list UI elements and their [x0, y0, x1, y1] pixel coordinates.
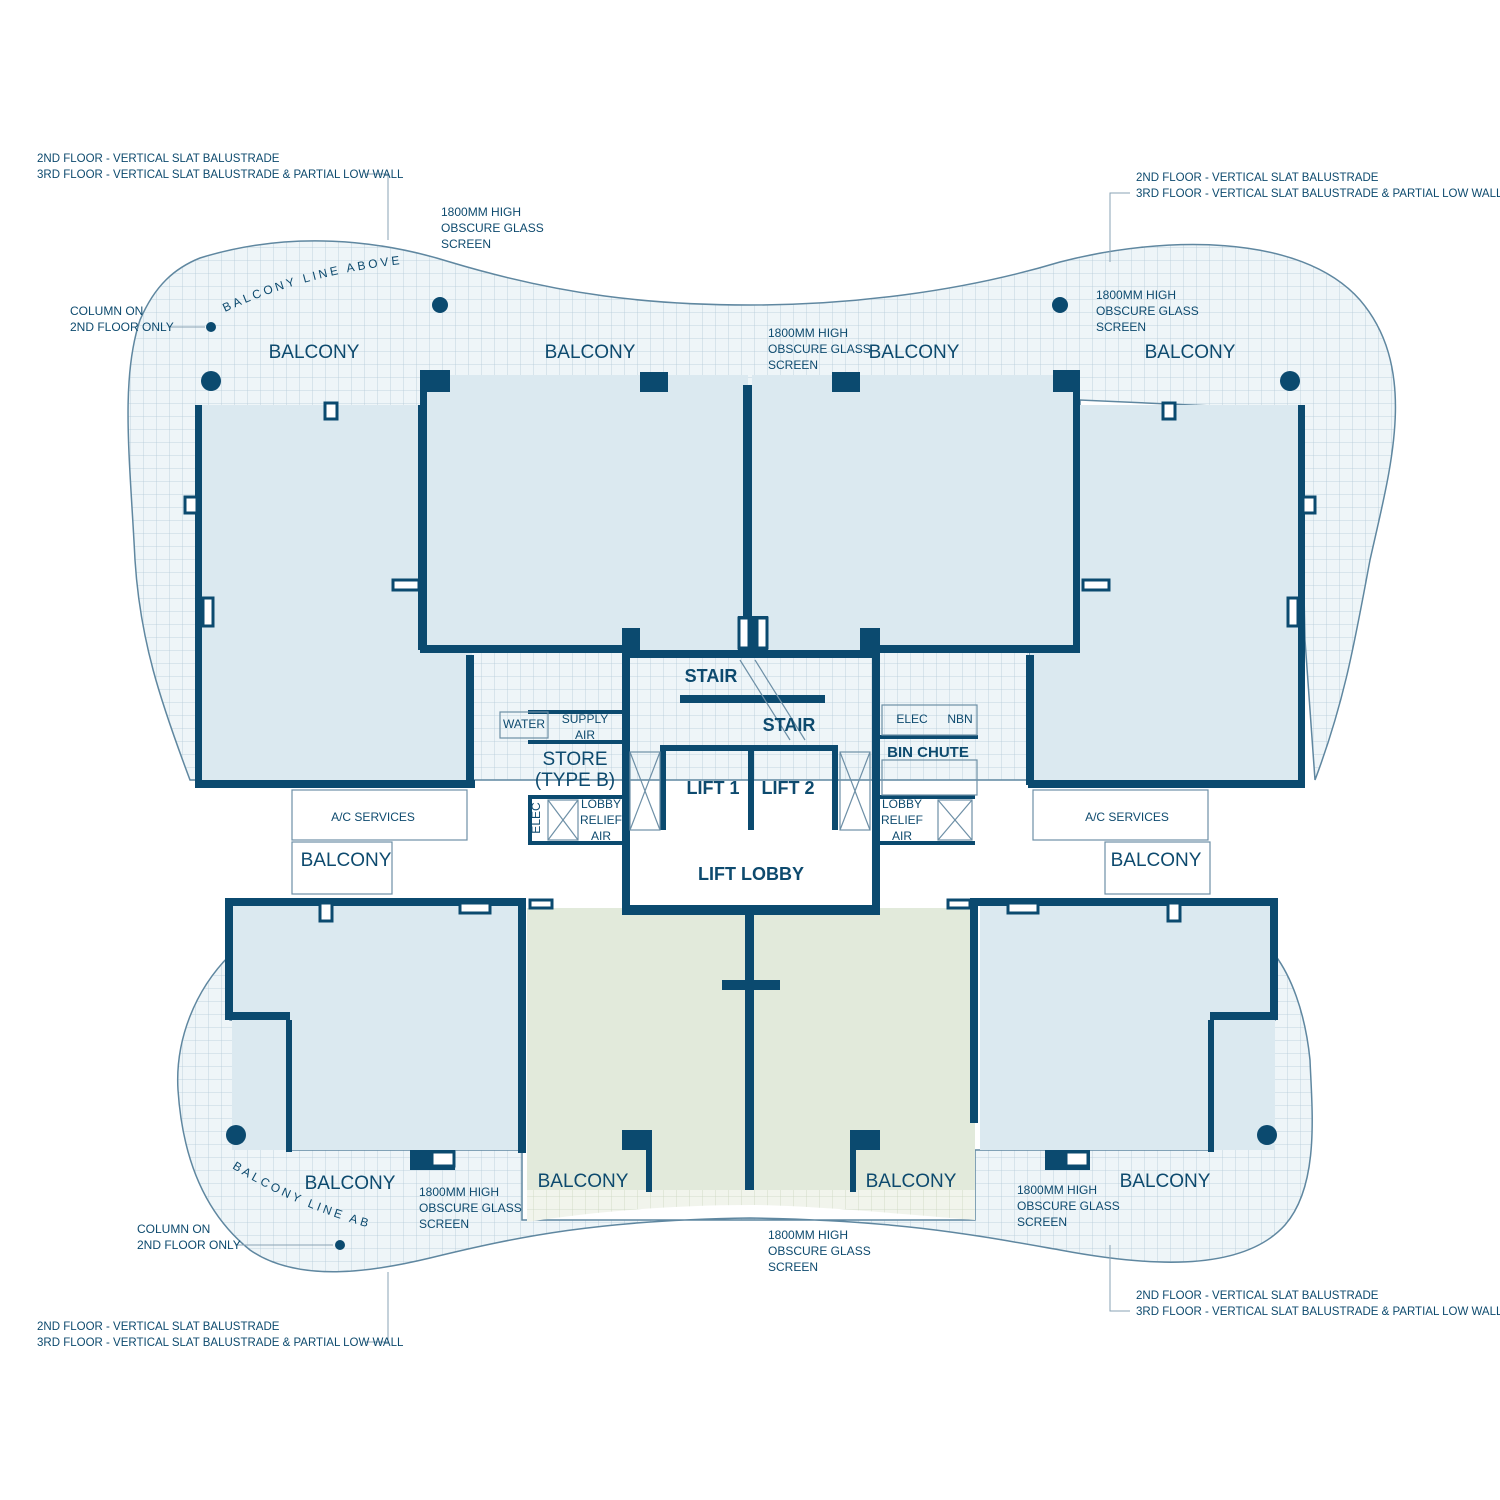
store-label-2: (TYPE B) [535, 770, 615, 791]
note-column-1: COLUMN ON [137, 1222, 210, 1236]
note-balustrade-line-2: 3RD FLOOR - VERTICAL SLAT BALUSTRADE & P… [1136, 1306, 1500, 1318]
note-column-1: COLUMN ON [70, 304, 143, 318]
unit-bottom-right [980, 900, 1275, 1150]
balcony-label: BALCONY [1145, 342, 1236, 363]
elec-label: ELEC [896, 712, 928, 726]
stair-label: STAIR [763, 715, 816, 735]
note-balustrade-line-1: 2ND FLOOR - VERTICAL SLAT BALUSTRADE [1136, 1290, 1379, 1302]
column [1257, 1125, 1277, 1145]
note-column-2: 2ND FLOOR ONLY [70, 320, 174, 334]
balcony-label: BALCONY [1111, 850, 1202, 871]
glass-screen-notes: 1800MM HIGH OBSCURE GLASS SCREEN 1800MM … [419, 205, 1199, 1274]
lobby-relief-label-1: LOBBY [882, 797, 922, 811]
balcony-outline-bottom [176, 952, 1313, 1273]
column [432, 297, 448, 313]
balcony-label: BALCONY [538, 1171, 629, 1192]
columns [201, 297, 1300, 1250]
note-glass-3: SCREEN [441, 237, 491, 251]
column [201, 371, 221, 391]
ac-services-label: A/C SERVICES [331, 810, 415, 824]
note-balustrade-line-1: 2ND FLOOR - VERTICAL SLAT BALUSTRADE [37, 1321, 280, 1333]
column-notes: COLUMN ON 2ND FLOOR ONLY COLUMN ON 2ND F… [70, 304, 241, 1252]
window-markers [183, 401, 1317, 1168]
elec-vertical-label: ELEC [529, 802, 543, 834]
column [206, 322, 216, 332]
note-glass-2: OBSCURE GLASS [441, 221, 544, 235]
supply-air-label-1: SUPPLY [562, 712, 608, 726]
note-glass-2: OBSCURE GLASS [419, 1201, 522, 1215]
balcony-label: BALCONY [866, 1171, 957, 1192]
unit-bottom-left [232, 900, 522, 1150]
column [226, 1125, 246, 1145]
note-glass-2: OBSCURE GLASS [768, 1244, 871, 1258]
service-outlines [291, 659, 1211, 895]
lift-1-label: LIFT 1 [687, 778, 740, 798]
balcony-label: BALCONY [305, 1173, 396, 1194]
balustrade-notes: 2ND FLOOR - VERTICAL SLAT BALUSTRADE 3RD… [37, 153, 1500, 1349]
supply-air-label-2: AIR [575, 728, 595, 742]
note-glass-3: SCREEN [768, 358, 818, 372]
balcony-label: BALCONY [1120, 1171, 1211, 1192]
leader-lines [168, 173, 1130, 1343]
bin-chute-label: BIN CHUTE [887, 744, 969, 761]
column [1052, 297, 1068, 313]
note-glass-2: OBSCURE GLASS [768, 342, 871, 356]
note-glass-1: 1800MM HIGH [441, 205, 521, 219]
note-glass-3: SCREEN [1096, 320, 1146, 334]
column [1280, 371, 1300, 391]
note-glass-1: 1800MM HIGH [1096, 288, 1176, 302]
lobby-relief-label-3: AIR [591, 829, 611, 843]
balcony-label: BALCONY [545, 342, 636, 363]
stair-label: STAIR [685, 666, 738, 686]
ac-services-label: A/C SERVICES [1085, 810, 1169, 824]
note-glass-3: SCREEN [1017, 1215, 1067, 1229]
note-glass-3: SCREEN [768, 1260, 818, 1274]
walls [195, 370, 1305, 1192]
balcony-label: BALCONY [301, 850, 392, 871]
unit-top-centre-left [425, 375, 748, 653]
note-glass-3: SCREEN [419, 1217, 469, 1231]
note-glass-1: 1800MM HIGH [419, 1185, 499, 1199]
lobby-relief-label-3: AIR [892, 829, 912, 843]
balcony-labels: BALCONY BALCONY BALCONY BALCONY BALCONY … [269, 342, 1236, 1194]
note-glass-1: 1800MM HIGH [1017, 1183, 1097, 1197]
lobby-relief-label-2: RELIEF [881, 813, 923, 827]
balcony-label: BALCONY [869, 342, 960, 363]
nbn-label: NBN [947, 712, 972, 726]
store-label-1: STORE [542, 749, 607, 770]
column [335, 1240, 345, 1250]
core-labels: STAIR STAIR LIFT 1 LIFT 2 LIFT LOBBY BIN… [331, 666, 1169, 884]
water-label: WATER [503, 717, 545, 731]
note-column-2: 2ND FLOOR ONLY [137, 1238, 241, 1252]
note-balustrade-line-2: 3RD FLOOR - VERTICAL SLAT BALUSTRADE & P… [37, 1337, 404, 1349]
unit-top-centre-right [752, 375, 1077, 653]
note-balustrade-line-1: 2ND FLOOR - VERTICAL SLAT BALUSTRADE [37, 153, 280, 165]
lift-2-label: LIFT 2 [762, 778, 815, 798]
lobby-relief-label-1: LOBBY [581, 797, 621, 811]
balcony-label: BALCONY [269, 342, 360, 363]
note-glass-1: 1800MM HIGH [768, 326, 848, 340]
note-balustrade-line-2: 3RD FLOOR - VERTICAL SLAT BALUSTRADE & P… [37, 169, 404, 181]
note-glass-1: 1800MM HIGH [768, 1228, 848, 1242]
lift-lobby-label: LIFT LOBBY [698, 864, 804, 884]
unit-top-right [1030, 405, 1305, 783]
note-balustrade-line-1: 2ND FLOOR - VERTICAL SLAT BALUSTRADE [1136, 172, 1379, 184]
note-glass-2: OBSCURE GLASS [1017, 1199, 1120, 1213]
note-glass-2: OBSCURE GLASS [1096, 304, 1199, 318]
note-balustrade-line-2: 3RD FLOOR - VERTICAL SLAT BALUSTRADE & P… [1136, 188, 1500, 200]
lobby-relief-label-2: RELIEF [580, 813, 622, 827]
